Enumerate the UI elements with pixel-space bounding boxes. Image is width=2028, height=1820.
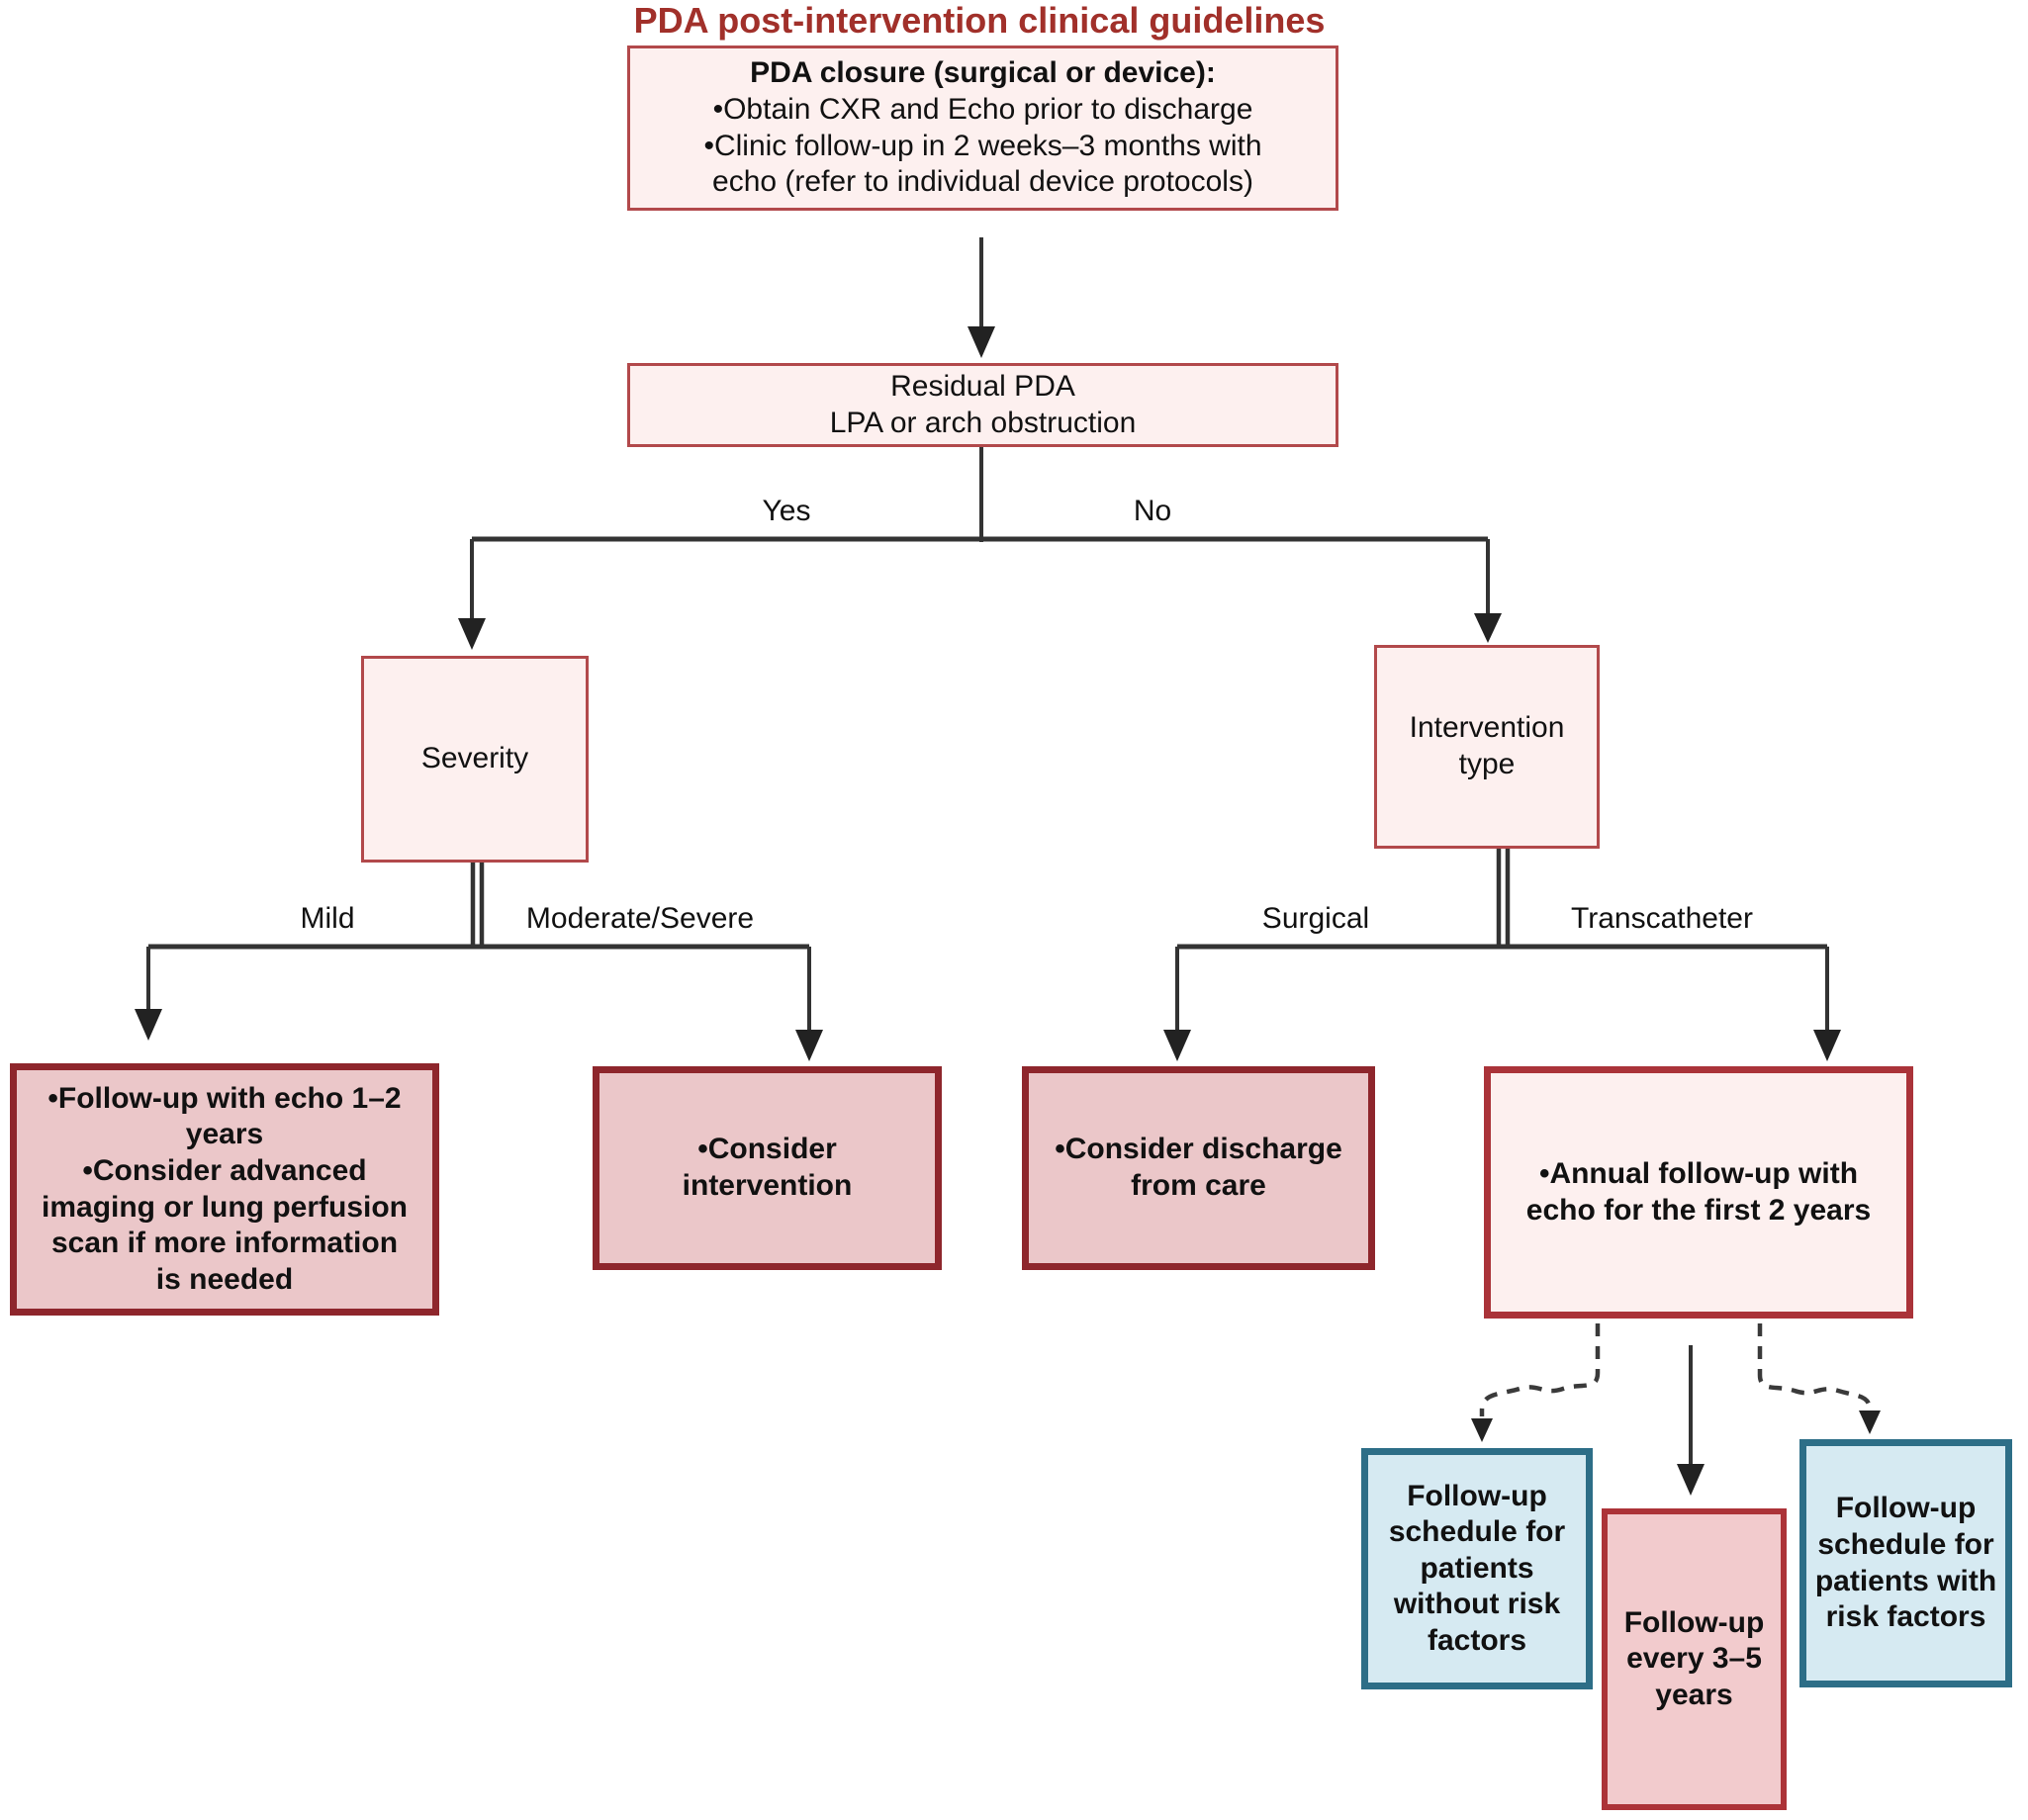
arrow-surgical-to-outcome (1163, 947, 1191, 1061)
arrowhead-to-with-risk (1859, 1410, 1881, 1434)
page-title: PDA post-intervention clinical guideline… (633, 0, 1326, 41)
outcome-mild-followup: •Follow-up with echo 1–2 years •Consider… (10, 1063, 439, 1316)
dashed-arrow-to-with-risk (1757, 1323, 1881, 1434)
dashed-arrow-to-without-risk (1471, 1323, 1601, 1442)
followup-every-3-5-box: Follow-up every 3–5 years (1602, 1508, 1787, 1810)
arrow-yes-to-severity (458, 539, 486, 650)
outcome-consider-intervention: •Consider intervention (593, 1066, 942, 1270)
node-residual-pda: Residual PDA LPA or arch obstruction (627, 363, 1338, 447)
arrow-to-every-3-5 (1677, 1345, 1705, 1496)
branch-label-surgical: Surgical (1261, 902, 1370, 935)
arrow-moderate-to-outcome (795, 947, 823, 1061)
outcome-annual-followup: •Annual follow-up with echo for the firs… (1484, 1066, 1913, 1319)
pda-closure-bullet-1: •Obtain CXR and Echo prior to discharge (712, 92, 1253, 126)
arrowhead-transcatheter-to-outcome (1813, 1030, 1841, 1061)
branch-label-no: No (1133, 495, 1172, 527)
followup-with-risk-box: Follow-up schedule for patients with ris… (1799, 1439, 2012, 1687)
arrow-closure-to-residual (968, 237, 995, 358)
arrowhead-mild-to-outcome (135, 1009, 162, 1041)
arrowhead-to-every-3-5 (1677, 1464, 1705, 1496)
arrowhead-moderate-to-outcome (795, 1030, 823, 1061)
node-intervention-type: Intervention type (1374, 645, 1600, 849)
branch-label-yes: Yes (762, 495, 811, 527)
node-severity: Severity (361, 656, 589, 863)
arrowhead-surgical-to-outcome (1163, 1030, 1191, 1061)
arrowhead-closure-to-residual (968, 326, 995, 358)
node-pda-closure: PDA closure (surgical or device): •Obtai… (627, 46, 1338, 211)
double-line-intervention-stem (1496, 849, 1511, 949)
arrowhead-no-to-intervention-type (1474, 613, 1502, 643)
arrow-transcatheter-to-outcome (1813, 947, 1841, 1061)
arrow-no-to-intervention-type (1474, 539, 1502, 643)
followup-without-risk-box: Follow-up schedule for patients without … (1361, 1448, 1593, 1689)
arrowhead-yes-to-severity (458, 618, 486, 650)
pda-closure-bullet-2: •Clinic follow-up in 2 weeks–3 months wi… (703, 129, 1262, 199)
branch-label-mild: Mild (300, 902, 355, 935)
arrow-mild-to-outcome (135, 947, 162, 1041)
branch-label-moderate-severe: Moderate/Severe (525, 902, 755, 935)
arrowhead-to-without-risk (1471, 1418, 1493, 1442)
pda-closure-heading: PDA closure (surgical or device): (750, 56, 1216, 90)
outcome-consider-discharge: •Consider discharge from care (1022, 1066, 1375, 1270)
double-line-severity-stem (470, 863, 485, 949)
branch-label-transcatheter: Transcatheter (1571, 902, 1753, 935)
